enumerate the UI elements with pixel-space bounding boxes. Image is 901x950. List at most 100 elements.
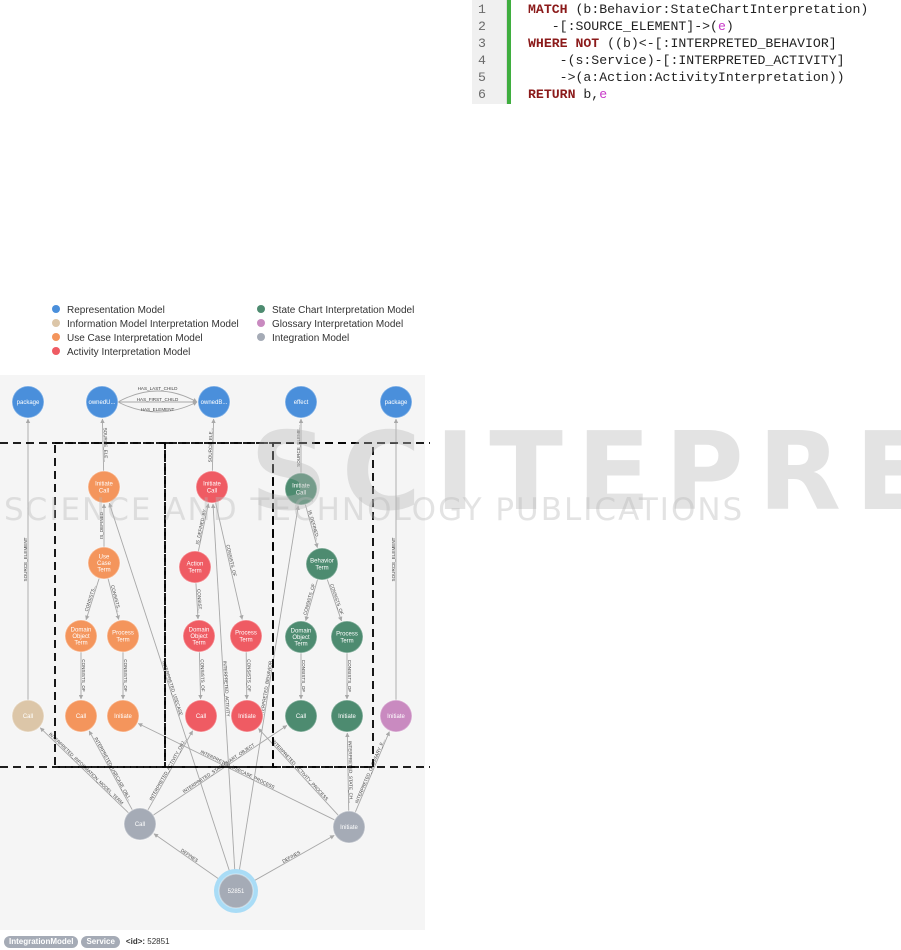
edge[interactable]: INTERPRETED_STATE_CH...	[345, 732, 354, 812]
edge-line[interactable]	[153, 833, 223, 882]
edge[interactable]: DEFINES	[153, 833, 223, 882]
node-circle[interactable]	[106, 619, 140, 653]
graph-node-eff[interactable]: effect	[284, 385, 318, 419]
graph-node-imCall[interactable]: Call	[11, 699, 45, 733]
edge-line[interactable]	[304, 579, 319, 622]
edge[interactable]: DEFINES	[250, 834, 335, 884]
node-circle[interactable]	[182, 619, 216, 653]
graph-node-acInitv[interactable]: Initiate	[230, 699, 264, 733]
edge[interactable]: HAS_FIRST_CHILD	[118, 397, 198, 405]
edge[interactable]: CONSISTS_OF	[120, 652, 128, 700]
edge[interactable]: SOURCE_ELE...	[208, 418, 216, 472]
node-circle[interactable]	[184, 699, 218, 733]
node-circle[interactable]	[218, 873, 254, 909]
node-circle[interactable]	[284, 699, 318, 733]
node-circle[interactable]	[85, 385, 119, 419]
edge-line[interactable]	[211, 418, 216, 472]
edge-line[interactable]	[238, 505, 300, 875]
node-circle[interactable]	[229, 619, 263, 653]
edge-line[interactable]	[211, 503, 236, 875]
node-circle[interactable]	[284, 472, 318, 506]
edge-line[interactable]	[153, 725, 288, 816]
node-circle[interactable]	[284, 620, 318, 654]
edge-line[interactable]	[197, 503, 210, 552]
graph-node-owU[interactable]: ownedU...	[85, 385, 119, 419]
node-circle[interactable]	[195, 470, 229, 504]
edge-line[interactable]	[345, 732, 350, 812]
edge-line[interactable]	[39, 727, 129, 814]
edge[interactable]: HAS_ELEMENT	[117, 401, 198, 413]
edge[interactable]: CONSISTS_OF	[344, 653, 352, 700]
edge-line[interactable]	[117, 390, 198, 403]
edge[interactable]: INTERPRETED_STATECHART_OBJECT	[153, 725, 288, 816]
edge-line[interactable]	[326, 578, 343, 622]
node-circle[interactable]	[11, 699, 45, 733]
node-circle[interactable]	[305, 547, 339, 581]
edge[interactable]: CONSISTS_OF	[244, 651, 252, 700]
graph-node-inInit[interactable]: Initiate	[332, 810, 366, 844]
edge-line[interactable]	[198, 651, 203, 700]
node-circle[interactable]	[123, 807, 157, 841]
edge[interactable]: IS_DEFINED	[99, 503, 107, 547]
node-circle[interactable]	[330, 620, 364, 654]
graph-node-ucInitv[interactable]: Initiate	[106, 699, 140, 733]
edge-line[interactable]	[354, 731, 390, 813]
node-circle[interactable]	[87, 470, 121, 504]
edge-line[interactable]	[88, 730, 133, 811]
edge[interactable]: SOURCE_ELE...	[100, 418, 108, 472]
edge-line[interactable]	[244, 651, 249, 700]
edge-line[interactable]	[250, 834, 335, 884]
edge-line[interactable]	[107, 578, 120, 620]
edge-line[interactable]	[215, 502, 244, 620]
edge[interactable]: CONSISTS_OF	[326, 578, 344, 622]
edge-line[interactable]	[195, 582, 201, 620]
edge[interactable]: SOURCE_ELEMENT	[391, 418, 399, 700]
graph-node-svc[interactable]: 52851	[214, 869, 258, 913]
graph-node-acCall[interactable]: Call	[184, 699, 218, 733]
edge[interactable]: INTERPRETED_ACTIVITY	[211, 503, 236, 875]
node-circle[interactable]	[332, 810, 366, 844]
label-badge[interactable]: Service	[81, 936, 120, 948]
graph-node-owB[interactable]: ownedB...	[197, 385, 231, 419]
node-circle[interactable]	[330, 699, 364, 733]
edge[interactable]: CONSISTS...	[107, 578, 122, 620]
edge[interactable]: HAS_LAST_CHILD	[117, 386, 198, 403]
graph-node-scCall[interactable]: Call	[284, 699, 318, 733]
node-circle[interactable]	[11, 385, 45, 419]
edge[interactable]: SOURCE_ELEME...	[296, 418, 304, 473]
edge-line[interactable]	[117, 401, 198, 413]
edge[interactable]: CONSISTS...	[84, 578, 100, 621]
graph-node-pkg1[interactable]: package	[11, 385, 45, 419]
graph-node-ucCall[interactable]: Call	[64, 699, 98, 733]
node-circle[interactable]	[197, 385, 231, 419]
graph-node-glInit[interactable]: Initiate	[379, 699, 413, 733]
edge[interactable]: INTERPRETED_USECASE_OBJ...	[88, 730, 133, 811]
edge[interactable]: SOURCE_ELEMENT	[23, 418, 31, 700]
node-circle[interactable]	[284, 385, 318, 419]
edge-line[interactable]	[304, 504, 319, 548]
node-circle[interactable]	[87, 546, 121, 580]
edge-line[interactable]	[100, 418, 105, 472]
edge[interactable]: CONSISTS_OF	[302, 579, 319, 622]
edge-line[interactable]	[108, 502, 232, 875]
node-circle[interactable]	[379, 385, 413, 419]
edge[interactable]: CONSISTS_OF	[298, 653, 306, 700]
node-circle[interactable]	[230, 699, 264, 733]
node-circle[interactable]	[64, 619, 98, 653]
node-circle[interactable]	[379, 699, 413, 733]
node-circle[interactable]	[106, 699, 140, 733]
edge-line[interactable]	[137, 723, 335, 821]
edge[interactable]: CONSISTS_OF	[198, 651, 205, 700]
edge[interactable]: CONSISTS_OF	[78, 652, 86, 700]
